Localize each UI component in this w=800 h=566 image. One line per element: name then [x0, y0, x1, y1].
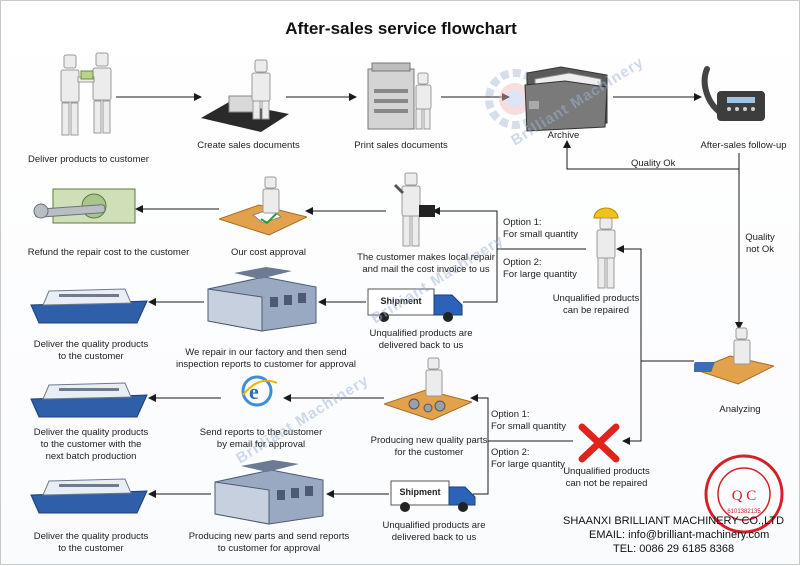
arrow-analyzing-to-cannot-repair [622, 361, 642, 445]
analyzing-desk-icon [694, 327, 774, 385]
step-refund-label: Refund the repair cost to the customer [27, 247, 190, 258]
stamp-qc-text: Q C [732, 488, 757, 504]
truck-label: Shipment [399, 487, 441, 497]
step-followup-label: After-sales follow-up [700, 140, 787, 151]
bottom-option1-label: Option 1:For small quantity [491, 409, 566, 432]
computer-desk-icon [201, 59, 289, 132]
cargo-ship-icon [30, 288, 148, 324]
production-desk-icon [384, 357, 472, 421]
page-title: After-sales service flowchart [285, 19, 517, 38]
bottom-option2-label: Option 2:For large quantity [491, 447, 565, 470]
shipment-truck-icon [367, 288, 463, 322]
archive-folder-icon [524, 66, 608, 132]
factory-icon [207, 267, 317, 332]
footer-company: SHAANXI BRILLIANT MACHINERY CO.,LTD [563, 515, 785, 527]
printer-icon [367, 62, 432, 130]
cargo-ship-icon [30, 478, 148, 514]
stamp-number: 6101382135 [727, 509, 761, 515]
top-option1-label: Option 1:For small quantity [503, 217, 578, 240]
handover-people-icon [60, 52, 112, 136]
qc-stamp-icon: Q C 6101382135 [704, 454, 784, 534]
step-create-docs-label: Create sales documents [197, 140, 300, 151]
quality-ok-label: Quality Ok [631, 158, 676, 169]
shipment-truck-icon [390, 480, 476, 512]
arrow-option1-to-producing [470, 394, 573, 442]
step-archive-label: Archive [547, 130, 580, 141]
step-print-docs-label: Print sales documents [354, 140, 448, 151]
arrow-option2-to-truck-2 [473, 441, 489, 495]
footer-email: EMAIL: info@brilliant-machinery.com [589, 529, 770, 541]
approval-desk-icon [219, 176, 307, 236]
step-analyzing-label: Analyzing [719, 404, 761, 415]
hardhat-worker-icon [593, 207, 619, 289]
step-cost-approval-label: Our cost approval [231, 247, 306, 258]
arrow-quality-ok-to-archive [563, 140, 739, 170]
arrow-analyzing-to-can-repair [616, 245, 694, 362]
email-icon: e [241, 375, 278, 407]
top-option2-label: Option 2:For large quantity [503, 257, 577, 280]
svg-text:e: e [249, 379, 259, 404]
arrow-option2-to-truck-1 [463, 249, 498, 303]
truck-label: Shipment [380, 296, 422, 306]
cargo-ship-icon [30, 382, 148, 418]
repair-worker-icon [393, 172, 435, 247]
step-deliver-label: Deliver products to customer [28, 154, 149, 165]
money-wrench-icon [33, 188, 136, 224]
factory-icon [214, 460, 324, 525]
arrow-option1-to-local-repair [432, 207, 586, 250]
telephone-icon [701, 66, 765, 121]
red-cross-icon [578, 423, 620, 463]
footer-tel: TEL: 0086 29 6185 8368 [613, 543, 735, 555]
